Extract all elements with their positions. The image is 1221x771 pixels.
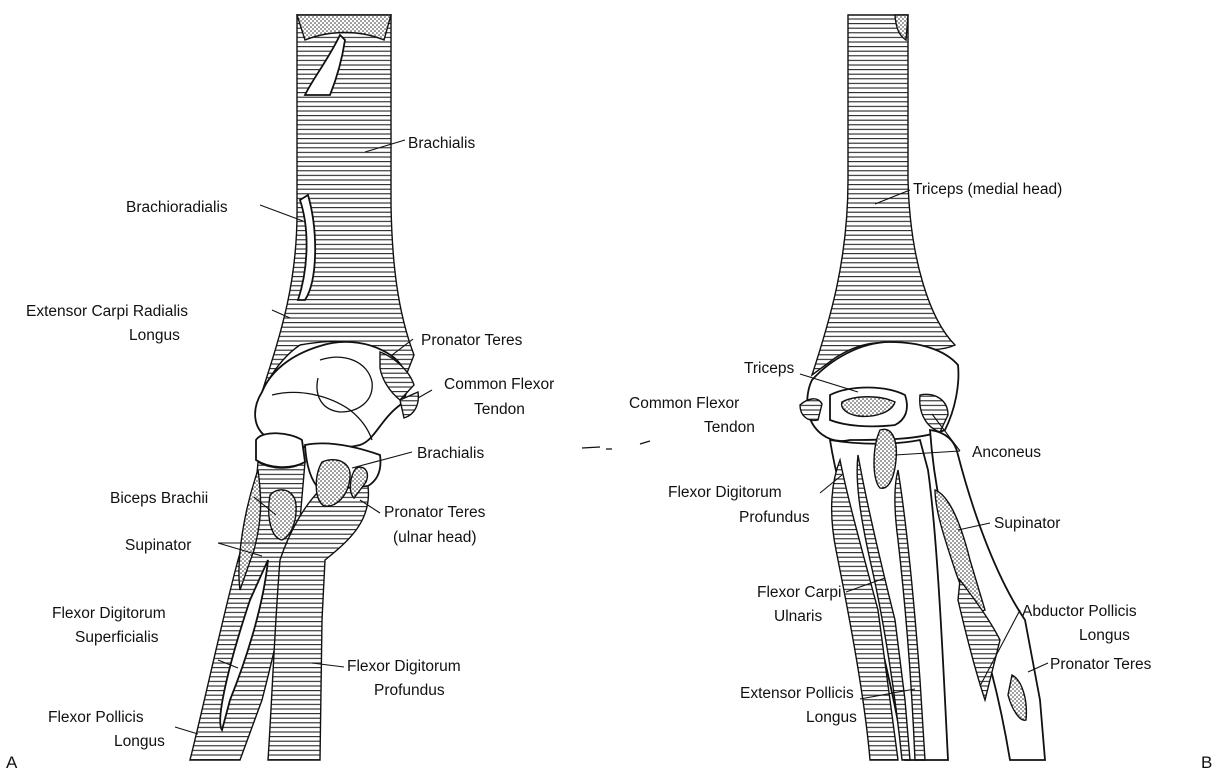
- panel-letter-a: A: [6, 753, 18, 771]
- label-fds-line1: Flexor Digitorum: [52, 605, 166, 622]
- label-anconeus: Anconeus: [972, 444, 1041, 461]
- label-pronator-teres-a: Pronator Teres: [421, 332, 523, 349]
- label-supinator-b: Supinator: [994, 515, 1060, 532]
- label-apl-line1: Abductor Pollicis: [1022, 603, 1137, 620]
- panel-b-posterior-view: [800, 15, 1045, 760]
- radius-head: [256, 433, 305, 467]
- label-common-flexor-b-line2: Tendon: [704, 419, 755, 436]
- panel-a-anterior-view: [190, 15, 418, 760]
- center-dash-marks: [582, 441, 650, 449]
- label-fpl-line2: Longus: [114, 733, 165, 750]
- label-pronator-teres-b: Pronator Teres: [1050, 656, 1152, 673]
- label-fdp-a-line2: Profundus: [374, 682, 445, 699]
- label-epl-line2: Longus: [806, 709, 857, 726]
- radius-shaft-posterior: [930, 430, 1045, 760]
- label-common-flexor-b-line1: Common Flexor: [629, 395, 739, 412]
- label-brachialis-humerus: Brachialis: [408, 135, 475, 152]
- label-apl-line2: Longus: [1079, 627, 1130, 644]
- label-fpl-line1: Flexor Pollicis: [48, 709, 144, 726]
- label-pt-ulnar-line1: Pronator Teres: [384, 504, 486, 521]
- label-fds-line2: Superficialis: [75, 629, 159, 646]
- label-common-flexor-line2: Tendon: [474, 401, 525, 418]
- label-brachioradialis: Brachioradialis: [126, 199, 228, 216]
- label-fcu-line2: Ulnaris: [774, 608, 822, 625]
- label-fcu-line1: Flexor Carpi: [757, 584, 841, 601]
- label-fdp-a-line1: Flexor Digitorum: [347, 658, 461, 675]
- label-triceps: Triceps: [744, 360, 794, 377]
- label-ecrl-line1: Extensor Carpi Radialis: [26, 303, 188, 320]
- label-fdp-b-line1: Flexor Digitorum: [668, 484, 782, 501]
- label-pt-ulnar-line2: (ulnar head): [393, 529, 477, 546]
- label-supinator-a: Supinator: [125, 537, 191, 554]
- panel-letter-b: B: [1201, 753, 1212, 771]
- common-flexor-tendon-b-area: [800, 399, 822, 421]
- label-common-flexor-line1: Common Flexor: [444, 376, 554, 393]
- label-biceps-brachii: Biceps Brachii: [110, 490, 208, 507]
- label-brachialis-ulna: Brachialis: [417, 445, 484, 462]
- label-epl-line1: Extensor Pollicis: [740, 685, 854, 702]
- label-fdp-b-line2: Profundus: [739, 509, 810, 526]
- label-ecrl-line2: Longus: [129, 327, 180, 344]
- label-triceps-medial-head: Triceps (medial head): [913, 181, 1062, 198]
